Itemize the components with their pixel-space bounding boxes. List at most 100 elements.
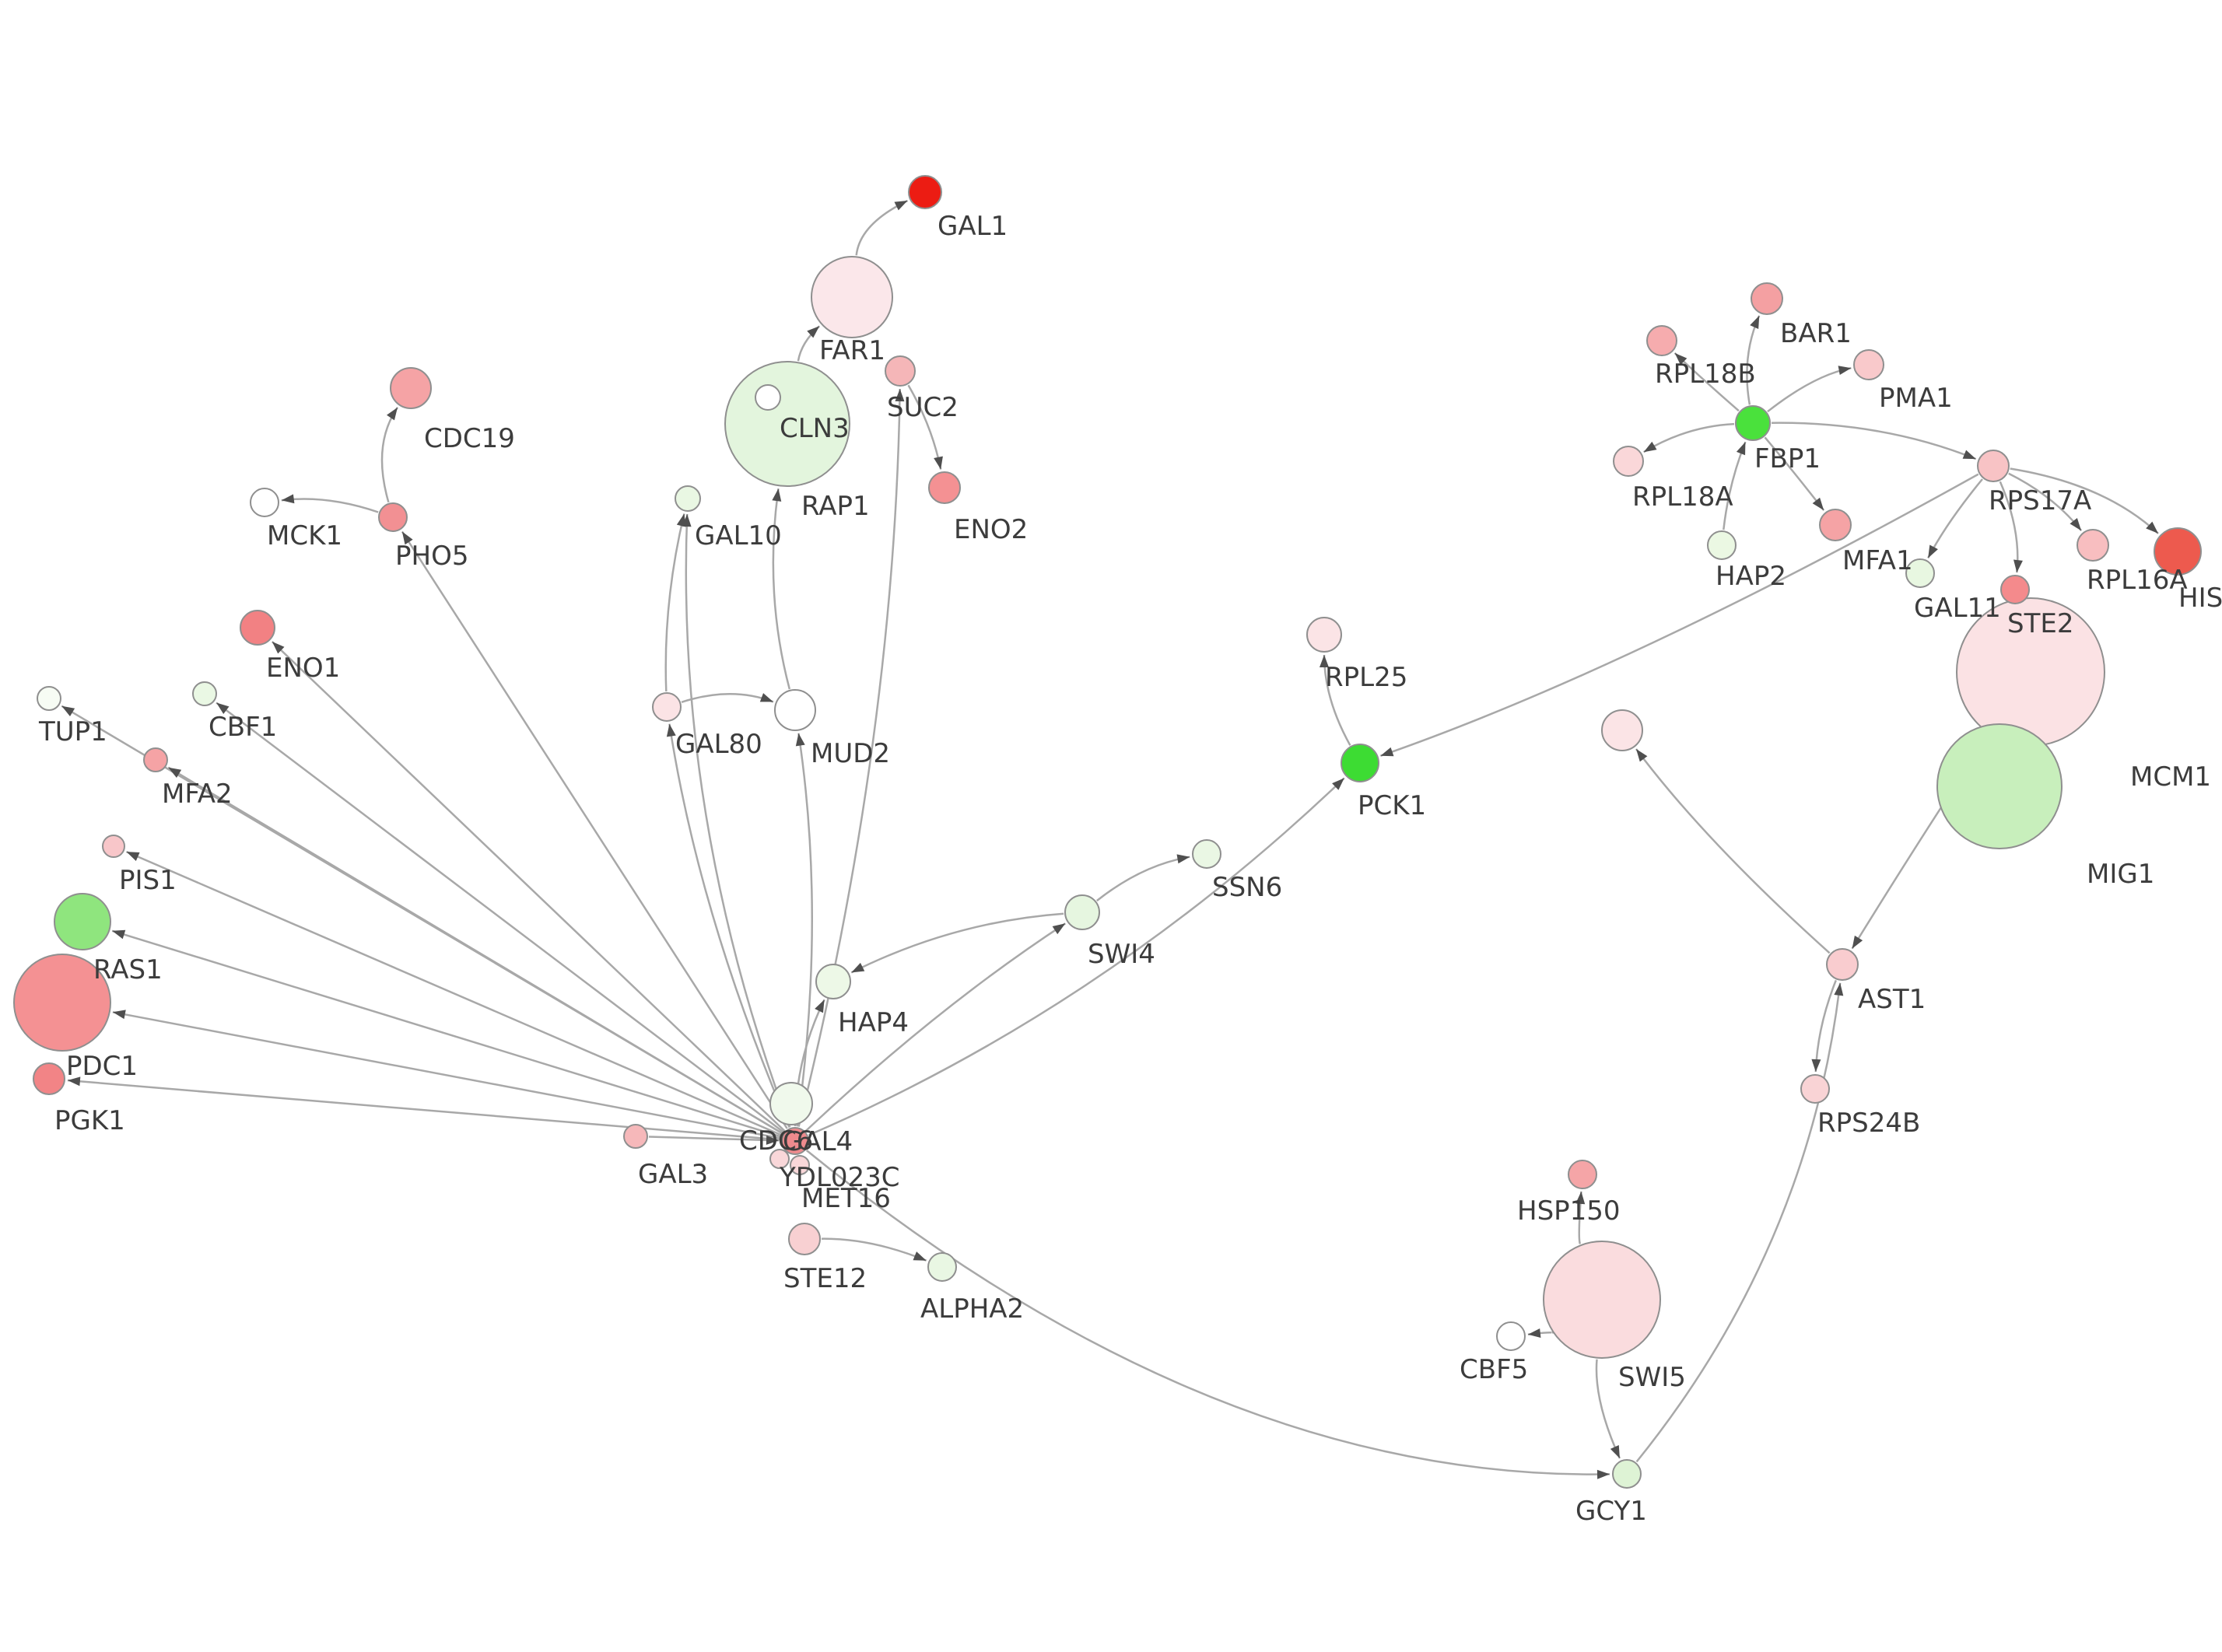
node-SWI5[interactable]	[1543, 1241, 1661, 1359]
edge-GAL80-MUD2[interactable]	[681, 693, 774, 703]
edge-RPS17A-RPL16A[interactable]	[2008, 472, 2083, 531]
node-FBP1[interactable]	[1735, 405, 1771, 441]
edge-SWI5-HSP150[interactable]	[1575, 1191, 1586, 1244]
edge-SWI5-CBF5[interactable]	[1527, 1328, 1554, 1338]
edge-PHO5-MCK1[interactable]	[281, 494, 379, 513]
edge-SWI4-HAP4[interactable]	[850, 912, 1064, 974]
node-PHO5[interactable]	[378, 502, 408, 532]
edge-RPS17A-GAL11[interactable]	[1927, 478, 1983, 559]
edge-GAL4-SWI4[interactable]	[804, 922, 1066, 1132]
edge-FBP1-RPS17A[interactable]	[1771, 422, 1977, 460]
node-STE2[interactable]	[2000, 575, 2030, 604]
edge-GCY1-AST1[interactable]	[1635, 982, 1844, 1463]
edge-GAL4-PCK1[interactable]	[808, 777, 1345, 1136]
edge-RPS17A-HIS4[interactable]	[2010, 467, 2159, 534]
node-PMA1[interactable]	[1853, 349, 1884, 380]
node-RAS1[interactable]	[54, 893, 111, 950]
node-HAP2[interactable]	[1707, 530, 1737, 560]
node-RPL18B[interactable]	[1646, 325, 1677, 356]
node-GAL3[interactable]	[623, 1124, 648, 1149]
node-GAL80[interactable]	[652, 692, 682, 722]
node-unlabeled1[interactable]	[1601, 709, 1643, 751]
node-YDL023C[interactable]	[769, 1149, 790, 1169]
edge-MUD2-RAP1[interactable]	[772, 488, 791, 690]
node-MUD2[interactable]	[774, 689, 816, 731]
edge-PHO5-CDC19[interactable]	[380, 407, 399, 503]
edge-SWI4-SSN6[interactable]	[1096, 854, 1190, 902]
node-HSP150[interactable]	[1568, 1160, 1597, 1189]
edge-GAL4-GAL10[interactable]	[682, 513, 791, 1128]
edge-PCK1-RPL25[interactable]	[1320, 654, 1351, 746]
node-MCK1[interactable]	[250, 488, 279, 517]
edge-GAL4-SUC2[interactable]	[797, 388, 905, 1127]
edge-GAL4-PDC1[interactable]	[112, 1010, 781, 1139]
node-label-ENO2: ENO2	[954, 514, 1028, 545]
node-SSN6[interactable]	[1192, 839, 1221, 869]
node-HIS4[interactable]	[2154, 527, 2202, 576]
node-SWI4[interactable]	[1064, 894, 1100, 930]
edge-AST1-unlabeled1[interactable]	[1635, 748, 1831, 954]
edge-GAL4-PHO5[interactable]	[401, 530, 788, 1129]
node-AST1[interactable]	[1826, 948, 1859, 981]
node-PIS1[interactable]	[102, 835, 125, 858]
node-ALPHA2[interactable]	[927, 1252, 957, 1282]
node-CBF1[interactable]	[192, 681, 217, 706]
edge-GAL4-CBF1[interactable]	[216, 702, 784, 1133]
node-RPL16A[interactable]	[2077, 529, 2109, 562]
edge-SUC2-ENO2[interactable]	[907, 384, 943, 470]
node-GAL4[interactable]	[781, 1127, 809, 1155]
edge-GAL4-MUD2[interactable]	[795, 733, 814, 1127]
edge-RPS17A-STE2[interactable]	[1999, 481, 2023, 573]
edge-FAR1-GAL1[interactable]	[855, 199, 909, 256]
node-ENO2[interactable]	[928, 471, 961, 504]
edge-FBP1-BAR1[interactable]	[1746, 315, 1761, 405]
edge-FBP1-RPL18B[interactable]	[1674, 352, 1740, 412]
node-SUC2[interactable]	[885, 355, 916, 387]
node-CDC19[interactable]	[390, 367, 432, 409]
node-RPS17A[interactable]	[1977, 450, 2010, 482]
node-GAL1[interactable]	[908, 175, 942, 209]
node-MIG1[interactable]	[1936, 723, 2063, 849]
edge-RAP1-FAR1[interactable]	[797, 325, 821, 362]
node-MFA1[interactable]	[1819, 509, 1852, 541]
node-GAL11[interactable]	[1905, 558, 1935, 588]
node-CBF5[interactable]	[1496, 1321, 1526, 1351]
edge-FBP1-PMA1[interactable]	[1767, 366, 1852, 413]
node-TUP1[interactable]	[37, 686, 61, 711]
node-BAR1[interactable]	[1751, 282, 1783, 315]
node-PGK1[interactable]	[33, 1062, 65, 1095]
node-CDC6[interactable]	[769, 1082, 813, 1125]
edge-GAL3-GAL4[interactable]	[648, 1135, 780, 1145]
edge-GAL80-GAL10[interactable]	[664, 513, 686, 692]
node-FAR1[interactable]	[811, 256, 893, 338]
edge-SWI5-GCY1[interactable]	[1595, 1359, 1621, 1459]
node-RPL25[interactable]	[1306, 617, 1342, 653]
node-MFA2[interactable]	[143, 747, 168, 772]
node-CLN3[interactable]	[755, 384, 781, 411]
edge-GAL4-PIS1[interactable]	[126, 850, 783, 1136]
node-PDC1[interactable]	[13, 954, 111, 1052]
edge-FBP1-RPL18A[interactable]	[1643, 422, 1735, 453]
node-RPS24B[interactable]	[1800, 1074, 1830, 1104]
node-PCK1[interactable]	[1341, 744, 1379, 782]
node-ENO1[interactable]	[240, 610, 275, 646]
edge-STE12-ALPHA2[interactable]	[821, 1237, 927, 1262]
node-MET16[interactable]	[790, 1155, 810, 1175]
node-GCY1[interactable]	[1612, 1459, 1642, 1489]
node-GAL10[interactable]	[675, 485, 701, 512]
edge-HAP2-FBP1[interactable]	[1723, 441, 1747, 530]
edge-GAL4-RAS1[interactable]	[111, 929, 782, 1138]
node-STE12[interactable]	[788, 1223, 821, 1255]
edge-GAL4-MFA2[interactable]	[167, 766, 783, 1135]
edge-GAL4-ENO1[interactable]	[271, 641, 786, 1132]
edge-GAL4-GCY1[interactable]	[805, 1150, 1610, 1479]
edge-RPS17A-PCK1[interactable]	[1379, 473, 1979, 757]
edge-AST1-RPS24B[interactable]	[1811, 979, 1837, 1073]
edge-GAL4-GAL80[interactable]	[666, 723, 790, 1128]
node-HAP4[interactable]	[815, 964, 851, 999]
edge-FBP1-MFA1[interactable]	[1764, 436, 1825, 511]
node-RPL18A[interactable]	[1613, 446, 1644, 477]
edge-GAL4-PGK1[interactable]	[67, 1076, 781, 1141]
